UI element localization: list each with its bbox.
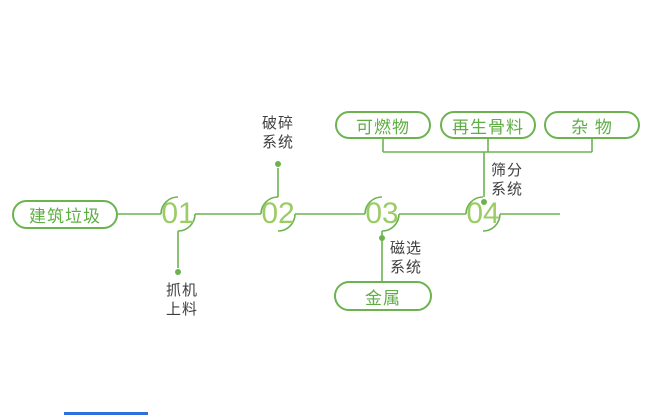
- label-grab-loading: 抓机 上料: [166, 282, 199, 318]
- node-source: 建筑垃圾: [12, 200, 118, 229]
- node-output-recycled-aggregate: 再生骨料: [440, 111, 536, 139]
- node-source-label: 建筑垃圾: [29, 207, 101, 226]
- label-screening-system: 筛分 系统: [491, 162, 524, 198]
- node-output-recycled-aggregate-label: 再生骨料: [452, 117, 524, 137]
- step-number-02: 02: [261, 197, 295, 230]
- node-output-misc: 杂 物: [544, 111, 640, 139]
- step-number-04: 04: [466, 197, 500, 230]
- node-output-metal-label: 金属: [365, 288, 401, 308]
- node-output-metal: 金属: [334, 281, 432, 311]
- step-number-03: 03: [365, 197, 399, 230]
- label-magnetic-system: 磁选 系统: [390, 240, 423, 276]
- node-output-misc-label: 杂 物: [571, 117, 613, 137]
- label-crushing-system: 破碎 系统: [262, 115, 295, 151]
- node-output-combustible: 可燃物: [335, 111, 431, 139]
- bottom-blue-line: [64, 412, 148, 415]
- node-output-combustible-label: 可燃物: [356, 117, 410, 137]
- step-number-01: 01: [161, 197, 195, 230]
